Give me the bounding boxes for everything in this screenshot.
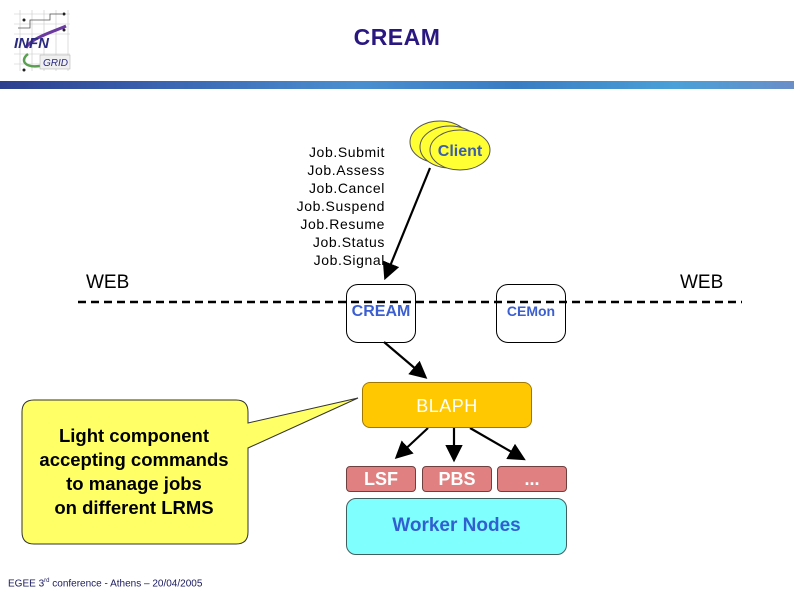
cream-to-blaph-arrow bbox=[383, 341, 428, 379]
cemon-node[interactable]: CEMon bbox=[496, 284, 566, 343]
operation-item: Job.Signal bbox=[313, 252, 385, 268]
lrms-lsf[interactable]: LSF bbox=[346, 466, 416, 492]
operation-item: Job.Resume bbox=[300, 216, 385, 232]
footer: EGEE 3rd conference - Athens – 20/04/200… bbox=[8, 578, 202, 589]
callout-line: Light component bbox=[58, 425, 210, 446]
infn-grid-logo: INFN GRID bbox=[10, 8, 72, 73]
blaph-label: BLAPH bbox=[416, 396, 478, 416]
footer-sup: rd bbox=[44, 578, 50, 584]
worker-nodes-label: Worker Nodes bbox=[392, 515, 521, 536]
lrms-more[interactable]: ... bbox=[497, 466, 567, 492]
blaph-to-etc-arrow bbox=[469, 427, 526, 461]
header-bar bbox=[0, 81, 794, 89]
callout-line: to manage jobs bbox=[66, 473, 202, 494]
web-label-right: WEB bbox=[680, 272, 724, 293]
cream-node[interactable]: CREAM bbox=[346, 284, 416, 343]
client-ellipse-front[interactable] bbox=[429, 129, 491, 171]
operation-item: Job.Suspend bbox=[296, 198, 385, 214]
callout-line: accepting commands bbox=[39, 449, 229, 470]
footer-prefix: EGEE 3 bbox=[8, 578, 45, 590]
worker-nodes[interactable]: Worker Nodes bbox=[346, 498, 567, 555]
client-label: Client bbox=[438, 143, 483, 160]
client-to-cream-arrow bbox=[382, 167, 432, 281]
lrms-pbs[interactable]: PBS bbox=[422, 466, 492, 492]
footer-suffix: conference - Athens – 20/04/2005 bbox=[49, 578, 203, 590]
web-label-left: WEB bbox=[86, 272, 130, 293]
operation-item: Job.Submit bbox=[308, 144, 385, 160]
logo-text-infn: INFN bbox=[14, 35, 50, 52]
callout-bubble bbox=[21, 397, 359, 545]
blaph-node[interactable]: BLAPH bbox=[362, 382, 532, 428]
operation-item: Job.Cancel bbox=[308, 180, 385, 196]
blaph-to-lsf-arrow bbox=[394, 427, 429, 460]
page-title: CREAM bbox=[353, 24, 441, 50]
cream-label: CREAM bbox=[351, 303, 411, 320]
cemon-label: CEMon bbox=[506, 303, 556, 319]
operation-item: Job.Assess bbox=[307, 162, 385, 178]
callout-line: on different LRMS bbox=[54, 497, 214, 518]
callout-text: Light component accepting commands to ma… bbox=[24, 424, 244, 520]
operations-list: Job.Submit Job.Assess Job.Cancel Job.Sus… bbox=[270, 143, 385, 269]
operation-item: Job.Status bbox=[312, 234, 385, 250]
logo-text-grid: GRID bbox=[43, 58, 68, 69]
